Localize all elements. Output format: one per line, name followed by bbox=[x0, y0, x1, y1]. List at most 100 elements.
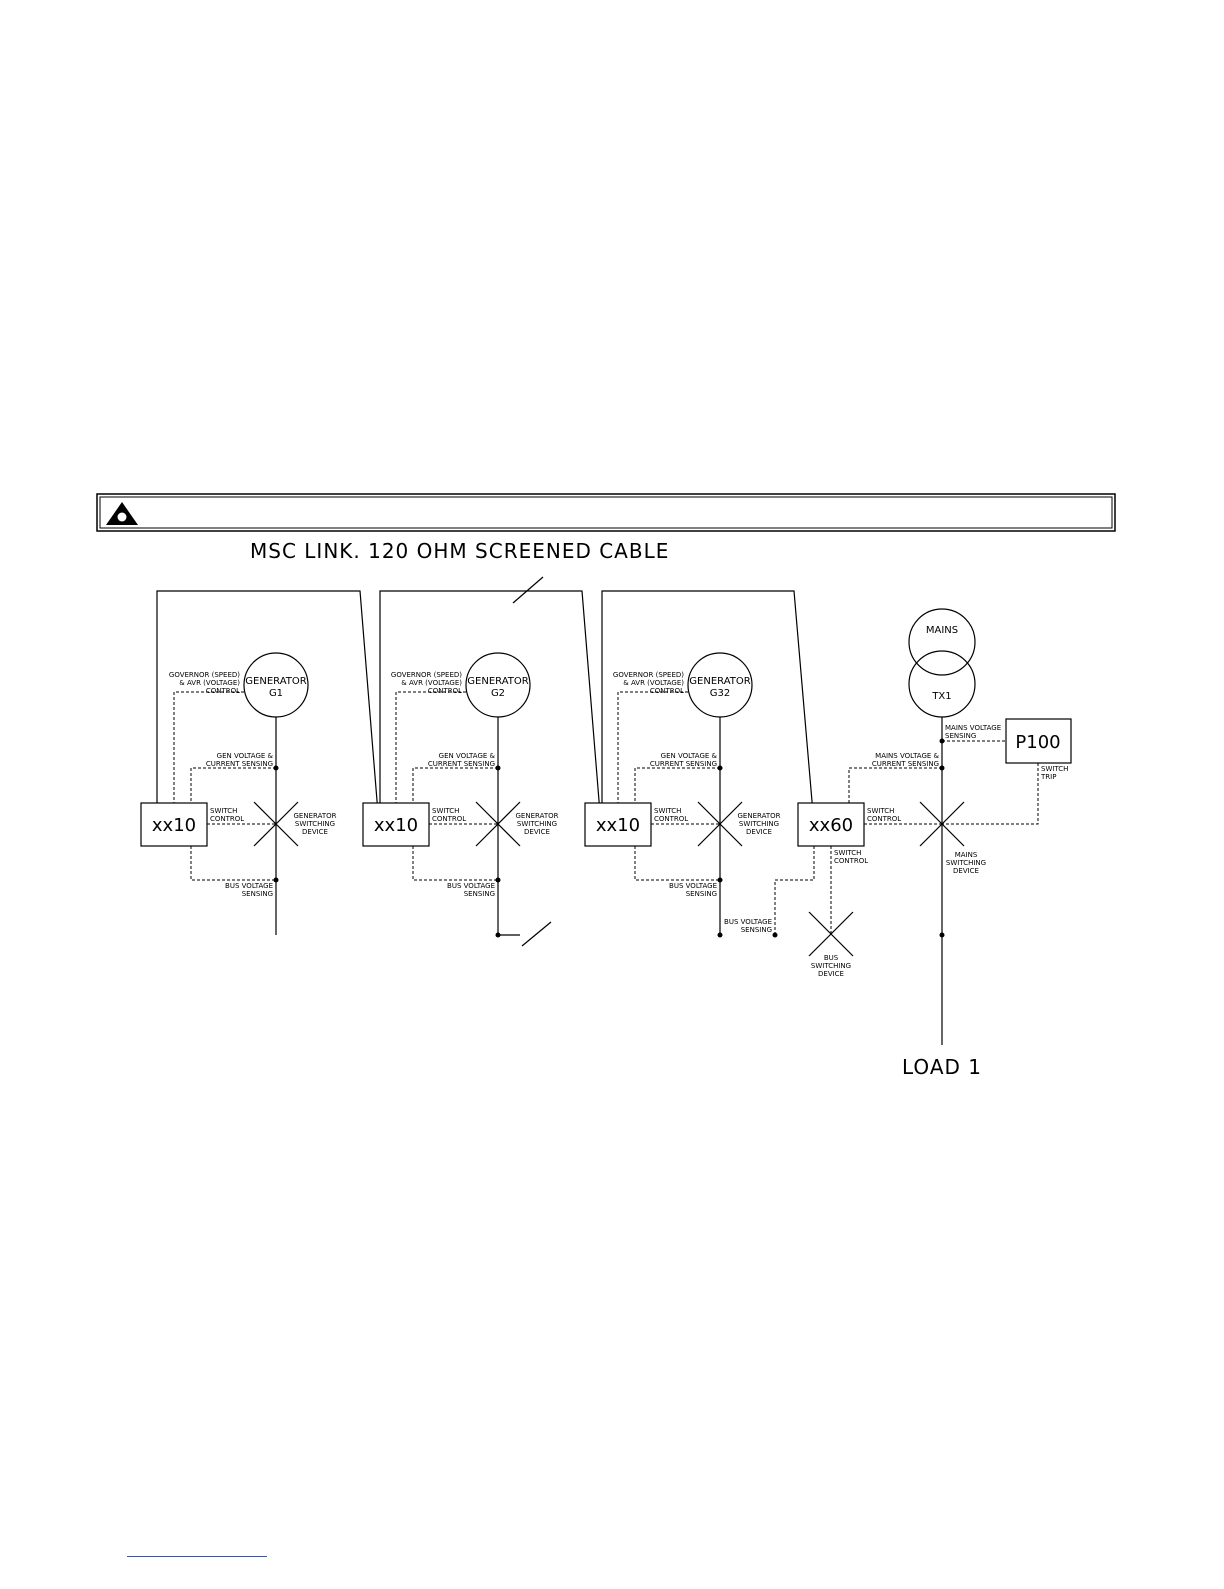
sensing-label-2: CURRENT SENSING bbox=[428, 760, 495, 768]
switching-device-cross-b bbox=[475, 801, 521, 847]
bus-sensing-line bbox=[634, 846, 720, 881]
feeder-end-node bbox=[717, 932, 723, 938]
bus-node bbox=[717, 877, 723, 883]
bus-voltage-sensing-node bbox=[772, 932, 778, 938]
sensing-label-2: CURRENT SENSING bbox=[206, 760, 273, 768]
msc-link-segment-1 bbox=[156, 590, 379, 814]
governor-label-1: GOVERNOR (SPEED) bbox=[391, 671, 462, 679]
switching-device-cross-b bbox=[253, 801, 299, 847]
mains-switching-label-2: SWITCHING bbox=[946, 859, 986, 867]
governor-label-2: & AVR (VOLTAGE) bbox=[623, 679, 684, 687]
switch-control-label-2: CONTROL bbox=[210, 815, 244, 823]
bus-sensing-line bbox=[412, 846, 498, 881]
generator-group-g1: GENERATOR G1 xx10 GOVERNOR (SPEED) & AVR… bbox=[140, 652, 337, 935]
governor-line bbox=[173, 691, 244, 803]
sensing-label-1: GEN VOLTAGE & bbox=[439, 752, 496, 760]
governor-label-1: GOVERNOR (SPEED) bbox=[613, 671, 684, 679]
xx60-switch-control-label-2: CONTROL bbox=[867, 815, 901, 823]
bus-switching-cross-b bbox=[808, 911, 854, 957]
device-label-1: GENERATOR bbox=[516, 812, 559, 820]
transformer-label: TX1 bbox=[931, 691, 951, 702]
bus-label-2: SENSING bbox=[242, 890, 273, 898]
controller-box bbox=[140, 802, 208, 847]
switch-control-label-1: SWITCH bbox=[654, 807, 681, 815]
bus-label-1: BUS VOLTAGE bbox=[447, 882, 495, 890]
generator-title: GENERATOR bbox=[467, 676, 528, 687]
mains-voltage-label-1: MAINS VOLTAGE bbox=[945, 724, 1001, 732]
xx60-label: xx60 bbox=[809, 815, 853, 836]
bus-junction-node bbox=[939, 932, 945, 938]
switch-control-label-2: CONTROL bbox=[654, 815, 688, 823]
device-label-3: DEVICE bbox=[302, 828, 328, 836]
bus-node bbox=[495, 877, 501, 883]
bus-label-1: BUS VOLTAGE bbox=[225, 882, 273, 890]
xx60-bus-voltage-label-2: SENSING bbox=[741, 926, 772, 934]
generator-id: G1 bbox=[269, 688, 283, 699]
xx60-switch-control-below-1: SWITCH bbox=[834, 849, 861, 857]
mains-voltage-node bbox=[939, 738, 945, 744]
bus-label-2: SENSING bbox=[686, 890, 717, 898]
switch-control-label-2: CONTROL bbox=[432, 815, 466, 823]
warning-banner bbox=[96, 493, 1116, 532]
switch-control-label-1: SWITCH bbox=[432, 807, 459, 815]
governor-line bbox=[617, 691, 688, 803]
p100-box bbox=[1005, 718, 1072, 764]
generator-id: G32 bbox=[710, 688, 730, 699]
msc-link-caption: MSC LINK. 120 OHM SCREENED CABLE bbox=[250, 539, 669, 563]
caption-leader bbox=[512, 576, 544, 604]
sensing-node bbox=[717, 765, 723, 771]
xx60-controller-box bbox=[797, 802, 865, 847]
p100-group: P100 SWITCH TRIP bbox=[942, 718, 1072, 825]
governor-label-2: & AVR (VOLTAGE) bbox=[179, 679, 240, 687]
generator-group-g2: GENERATOR G2 xx10 GOVERNOR (SPEED) & AVR… bbox=[362, 652, 559, 938]
device-label-2: SWITCHING bbox=[517, 820, 557, 828]
bus-voltage-sensing-line bbox=[774, 846, 815, 935]
bus-switching-label-1: BUS bbox=[824, 954, 839, 962]
switch-trip-label-1: SWITCH bbox=[1041, 765, 1068, 773]
governor-label-2: & AVR (VOLTAGE) bbox=[401, 679, 462, 687]
mains-circle bbox=[908, 608, 976, 676]
switching-device-cross-b bbox=[697, 801, 743, 847]
sensing-label-1: GEN VOLTAGE & bbox=[217, 752, 274, 760]
bus-switching-label-3: DEVICE bbox=[818, 970, 844, 978]
governor-label-3: CONTROL bbox=[206, 687, 240, 695]
controller-label: xx10 bbox=[596, 815, 640, 836]
bus-node bbox=[273, 877, 279, 883]
generator-title: GENERATOR bbox=[689, 676, 750, 687]
bus-break-mark bbox=[521, 921, 552, 947]
device-label-2: SWITCHING bbox=[739, 820, 779, 828]
gen-sensing-line bbox=[190, 767, 276, 803]
warning-triangle-icon bbox=[106, 502, 138, 525]
generator-group-g32: GENERATOR G32 xx10 GOVERNOR (SPEED) & AV… bbox=[584, 652, 781, 938]
transformer-circle bbox=[908, 650, 976, 718]
device-label-1: GENERATOR bbox=[294, 812, 337, 820]
governor-line bbox=[395, 691, 466, 803]
bus-sensing-line bbox=[190, 846, 276, 881]
load-label: LOAD 1 bbox=[902, 1055, 982, 1079]
bus-label-1: BUS VOLTAGE bbox=[669, 882, 717, 890]
mains-switching-label-1: MAINS bbox=[955, 851, 978, 859]
footer-link-underline[interactable] bbox=[127, 1556, 267, 1557]
mains-sensing-line bbox=[848, 767, 942, 803]
generator-id: G2 bbox=[491, 688, 505, 699]
sensing-node bbox=[495, 765, 501, 771]
governor-label-3: CONTROL bbox=[650, 687, 684, 695]
governor-label-1: GOVERNOR (SPEED) bbox=[169, 671, 240, 679]
mains-switching-label-3: DEVICE bbox=[953, 867, 979, 875]
xx60-switch-control-below-2: CONTROL bbox=[834, 857, 868, 865]
sensing-label-1: GEN VOLTAGE & bbox=[661, 752, 718, 760]
controller-box bbox=[362, 802, 430, 847]
controller-box bbox=[584, 802, 652, 847]
device-label-3: DEVICE bbox=[524, 828, 550, 836]
mains-sensing-label-1: MAINS VOLTAGE & bbox=[875, 752, 939, 760]
bus-switching-label-2: SWITCHING bbox=[811, 962, 851, 970]
mains-group: MAINS TX1 MAINS VOLTAGE SENSING MAINS SW… bbox=[902, 608, 1006, 1079]
msc-link-segment-3 bbox=[601, 590, 814, 814]
switch-trip-label-2: TRIP bbox=[1040, 773, 1056, 781]
bus-label-2: SENSING bbox=[464, 890, 495, 898]
switch-trip-line bbox=[942, 763, 1039, 825]
mains-sensing-label-2: CURRENT SENSING bbox=[872, 760, 939, 768]
controller-label: xx10 bbox=[374, 815, 418, 836]
